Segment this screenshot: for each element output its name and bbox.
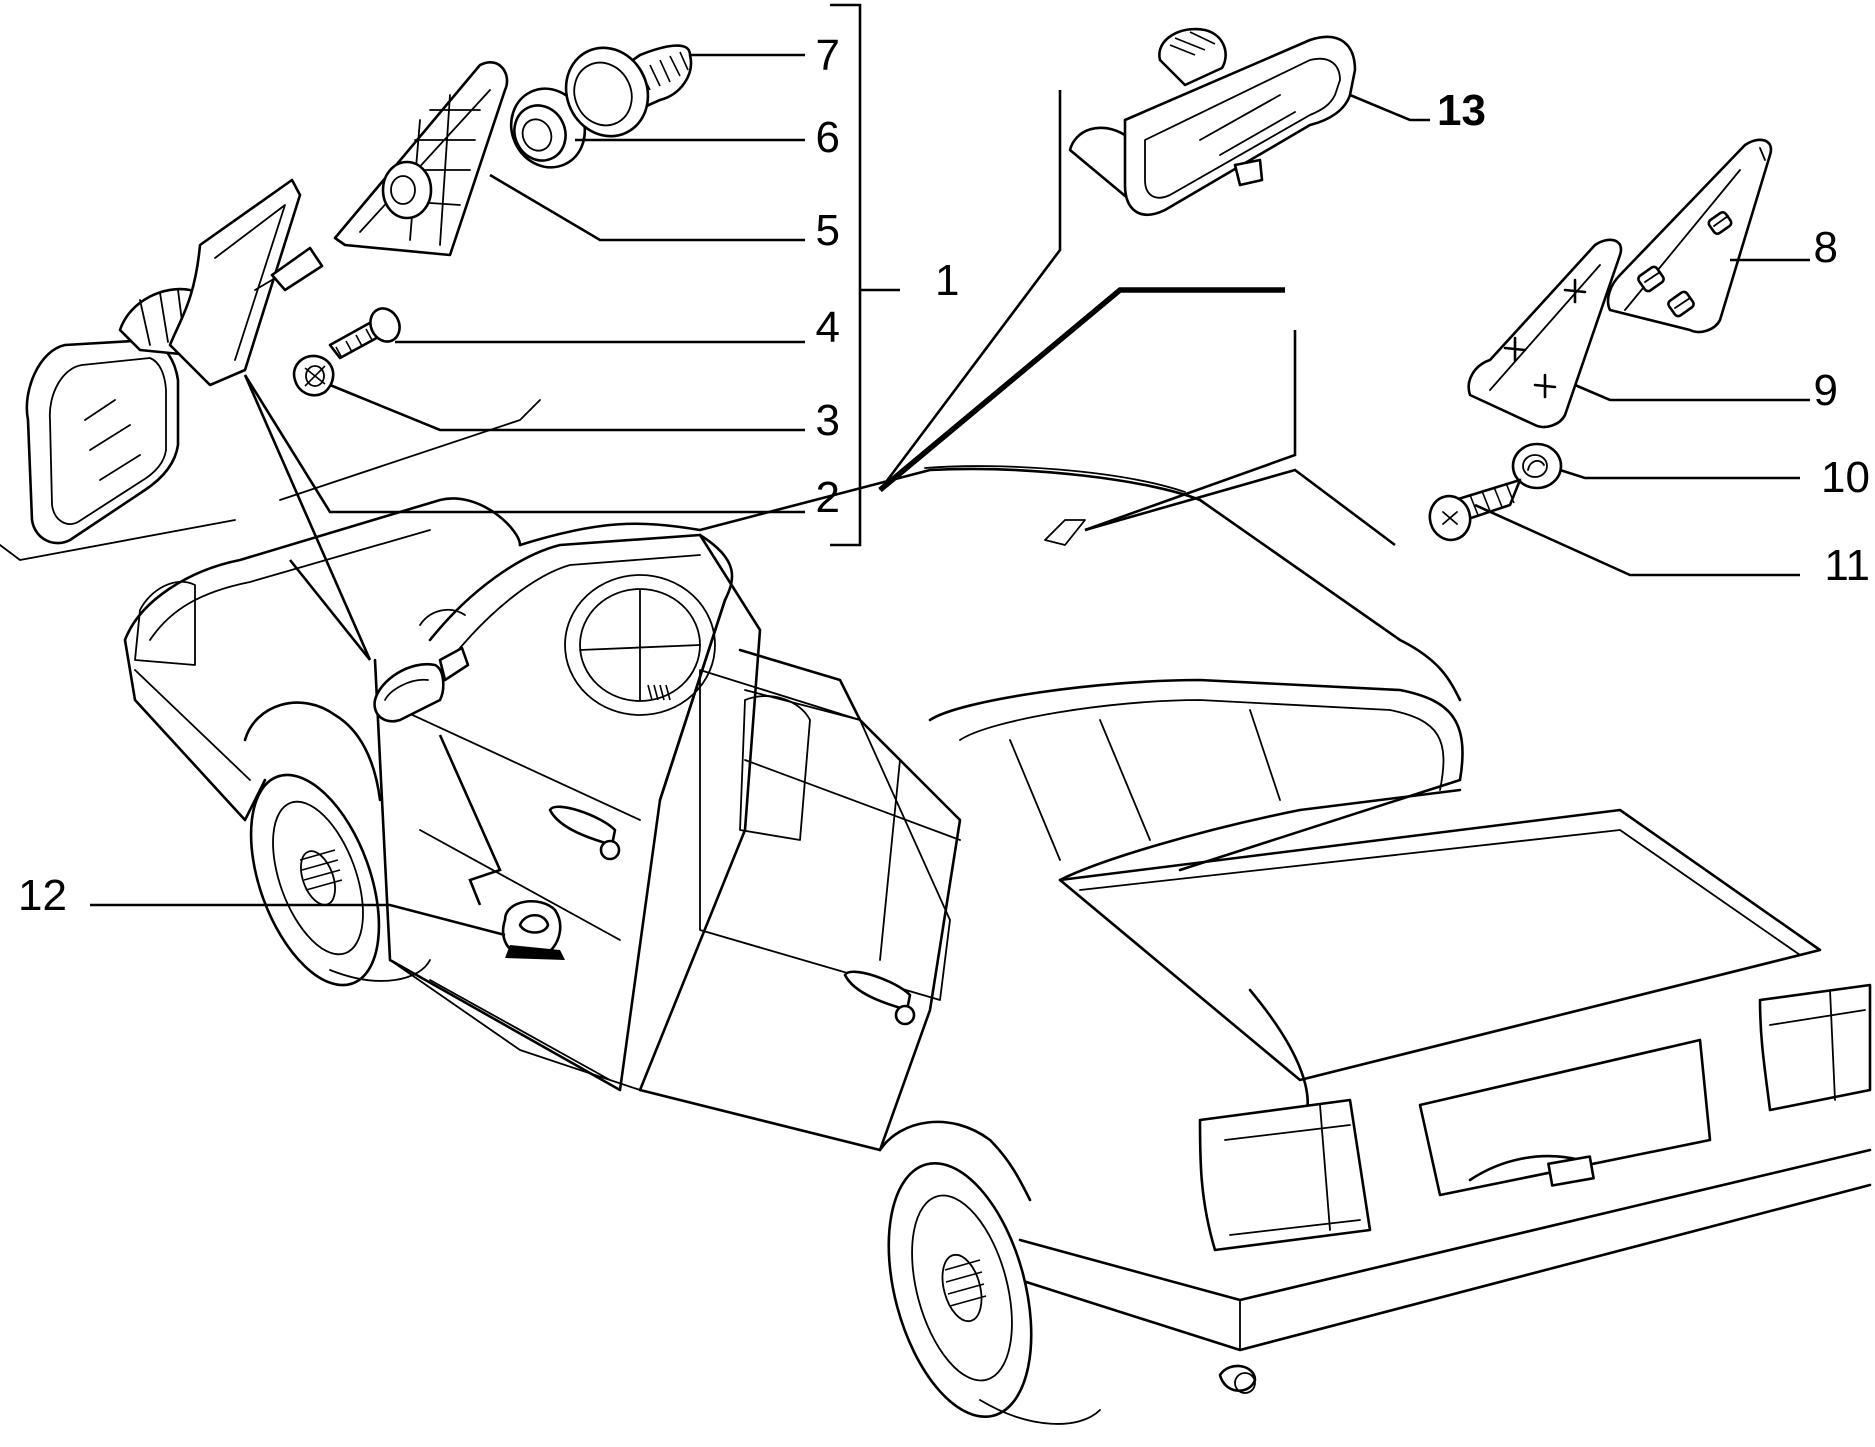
mirror-assembly	[25, 44, 693, 545]
callout-labels: 7 6 5 1 4 3 2 13 8 9 10 11 12	[18, 31, 1870, 920]
callout-11: 11	[1824, 541, 1870, 590]
callout-13: 13	[1437, 86, 1486, 135]
grommet-part	[509, 87, 587, 169]
callout-6: 6	[816, 113, 840, 162]
car-sedan	[0, 399, 1872, 1425]
callout-12: 12	[18, 871, 67, 920]
callout-10: 10	[1821, 453, 1870, 502]
callout-7: 7	[816, 31, 840, 80]
interior-rear-view-mirror	[1068, 27, 1357, 216]
self-tapping-screw-part	[1428, 478, 1522, 542]
washer-part	[1511, 442, 1563, 490]
adjuster-knob-part	[564, 44, 693, 138]
callout-9: 9	[1814, 366, 1838, 415]
callout-1: 1	[935, 256, 959, 305]
callout-4: 4	[816, 303, 840, 352]
leader-lines	[90, 3, 1810, 937]
trim-panel-8	[1606, 138, 1773, 334]
screw-part	[328, 307, 401, 360]
callout-3: 3	[816, 396, 840, 445]
mirror-bracket-part	[501, 900, 565, 960]
callout-8: 8	[1814, 223, 1838, 272]
nut-part	[292, 354, 335, 397]
trim-panel-9	[1467, 238, 1623, 429]
callout-5: 5	[816, 206, 840, 255]
rear-wheel	[887, 1162, 1101, 1425]
car-side-mirror	[373, 608, 470, 723]
callout-2: 2	[816, 473, 840, 522]
